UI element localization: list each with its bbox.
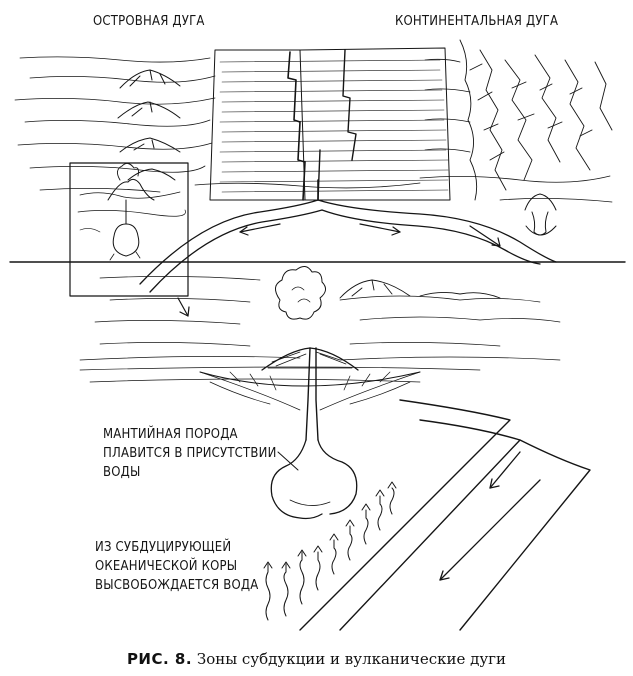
water-arrows bbox=[263, 481, 397, 621]
island-arc-label: ОСТРОВНАЯ ДУГА bbox=[93, 14, 205, 29]
continental-mountains bbox=[459, 39, 613, 201]
inset-box bbox=[69, 162, 189, 297]
island-volcanoes bbox=[117, 69, 181, 181]
continental-volcano bbox=[524, 193, 557, 236]
mantle-leader-line bbox=[277, 451, 299, 471]
detail-surface bbox=[79, 276, 561, 383]
subducting-plates bbox=[139, 179, 557, 293]
water-released-line-1: ИЗ СУБДУЦИРУЮЩЕЙ bbox=[95, 540, 232, 555]
water-released-label: ИЗ СУБДУЦИРУЮЩЕЙ ОКЕАНИЧЕСКОЙ КОРЫ ВЫСВО… bbox=[95, 538, 258, 595]
mantle-melts-line-3: ВОДЫ bbox=[103, 465, 141, 480]
water-released-line-3: ВЫСВОБОЖДАЕТСЯ ВОДА bbox=[95, 578, 259, 593]
main-volcano bbox=[261, 266, 359, 441]
mantle-melts-label: МАНТИЙНАЯ ПОРОДА ПЛАВИТСЯ В ПРИСУТСТВИИ … bbox=[103, 425, 277, 482]
figure-title: Зоны субдукции и вулканические дуги bbox=[196, 650, 507, 668]
crust-layer bbox=[199, 371, 421, 411]
distant-volcano bbox=[339, 279, 501, 299]
inset-pointer-arrow bbox=[177, 297, 190, 317]
magma-chamber bbox=[270, 439, 358, 520]
continental-arc-label: КОНТИНЕНТАЛЬНАЯ ДУГА bbox=[395, 14, 559, 29]
oceanic-crust-block bbox=[209, 47, 451, 201]
figure-caption: РИС. 8. Зоны субдукции и вулканические д… bbox=[0, 650, 633, 668]
mantle-melts-line-2: ПЛАВИТСЯ В ПРИСУТСТВИИ bbox=[103, 446, 277, 461]
overview-landscape bbox=[14, 56, 613, 203]
spreading-arrows bbox=[239, 223, 501, 247]
water-released-line-2: ОКЕАНИЧЕСКОЙ КОРЫ bbox=[95, 559, 238, 574]
mantle-melts-line-1: МАНТИЙНАЯ ПОРОДА bbox=[103, 427, 238, 442]
figure-number: РИС. 8. bbox=[126, 650, 193, 668]
subducting-slab bbox=[299, 399, 591, 631]
